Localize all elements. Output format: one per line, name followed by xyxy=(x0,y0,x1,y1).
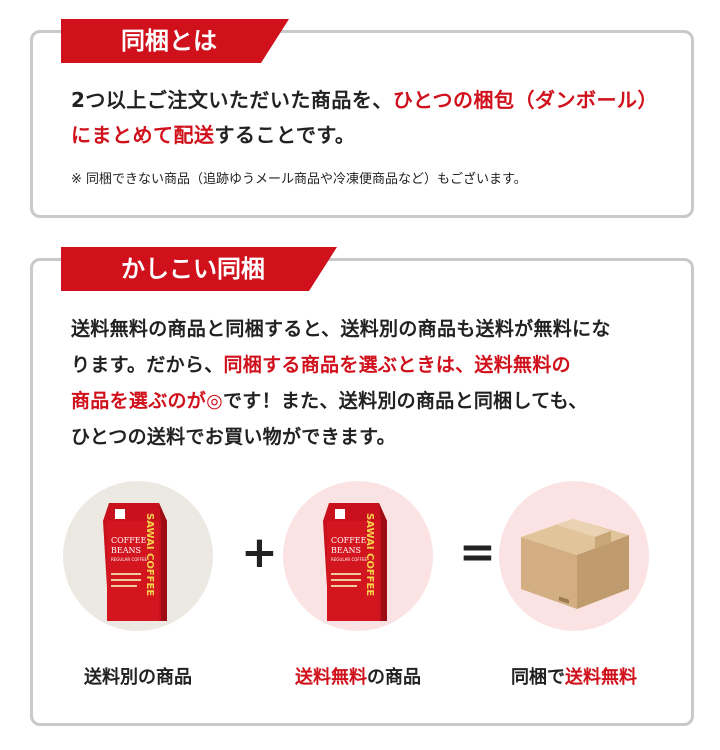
svg-text:BEANS: BEANS xyxy=(111,546,141,555)
caption-bundle-free: 同梱で送料無料 xyxy=(511,667,637,688)
bag-brand: SAWAI COFFEE xyxy=(364,513,375,596)
note-text: ※ 同梱できない商品（追跡ゆうメール商品や冷凍便商品など）もございます。 xyxy=(71,172,527,187)
bag-brand: SAWAI COFFEE xyxy=(144,513,155,596)
svg-text:BEANS: BEANS xyxy=(331,546,361,555)
bundled-box-circle xyxy=(499,481,649,631)
bag-title: COFFEE xyxy=(111,536,147,545)
coffee-bag-icon: COFFEE BEANS REGULAR COFFEE SAWAI COFFEE xyxy=(103,503,167,621)
coffee-bag-icon: COFFEE BEANS REGULAR COFFEE SAWAI COFFEE xyxy=(323,503,387,621)
svg-text:REGULAR COFFEE: REGULAR COFFEE xyxy=(111,557,148,562)
section-tab: 同梱とは xyxy=(61,19,289,63)
caption-paid-shipping: 送料別の商品 xyxy=(84,667,192,688)
caption-free-shipping: 送料無料の商品 xyxy=(295,667,421,688)
section-tab: かしこい同梱 xyxy=(61,247,337,291)
free-shipping-product-circle: COFFEE BEANS REGULAR COFFEE SAWAI COFFEE xyxy=(283,481,433,631)
smart-bundling-card: かしこい同梱 送料無料の商品と同梱すると、送料別の商品も送料が無料にな ります。… xyxy=(30,258,694,726)
definition-text: 2つ以上ご注文いただいた商品を、ひとつの梱包（ダンボール） にまとめて配送するこ… xyxy=(71,88,659,147)
bag-title: COFFEE xyxy=(331,536,367,545)
cardboard-box-icon xyxy=(521,519,629,609)
plus-sign: + xyxy=(241,527,278,578)
what-is-bundling-card: 同梱とは 2つ以上ご注文いただいた商品を、ひとつの梱包（ダンボール） にまとめて… xyxy=(30,30,694,218)
equals-sign: = xyxy=(459,527,496,578)
paid-shipping-product-circle: COFFEE BEANS REGULAR COFFEE SAWAI COFFEE xyxy=(63,481,213,631)
svg-text:REGULAR COFFEE: REGULAR COFFEE xyxy=(331,557,368,562)
explanation-text: 送料無料の商品と同梱すると、送料別の商品も送料が無料にな ります。だから、同梱す… xyxy=(71,318,611,448)
